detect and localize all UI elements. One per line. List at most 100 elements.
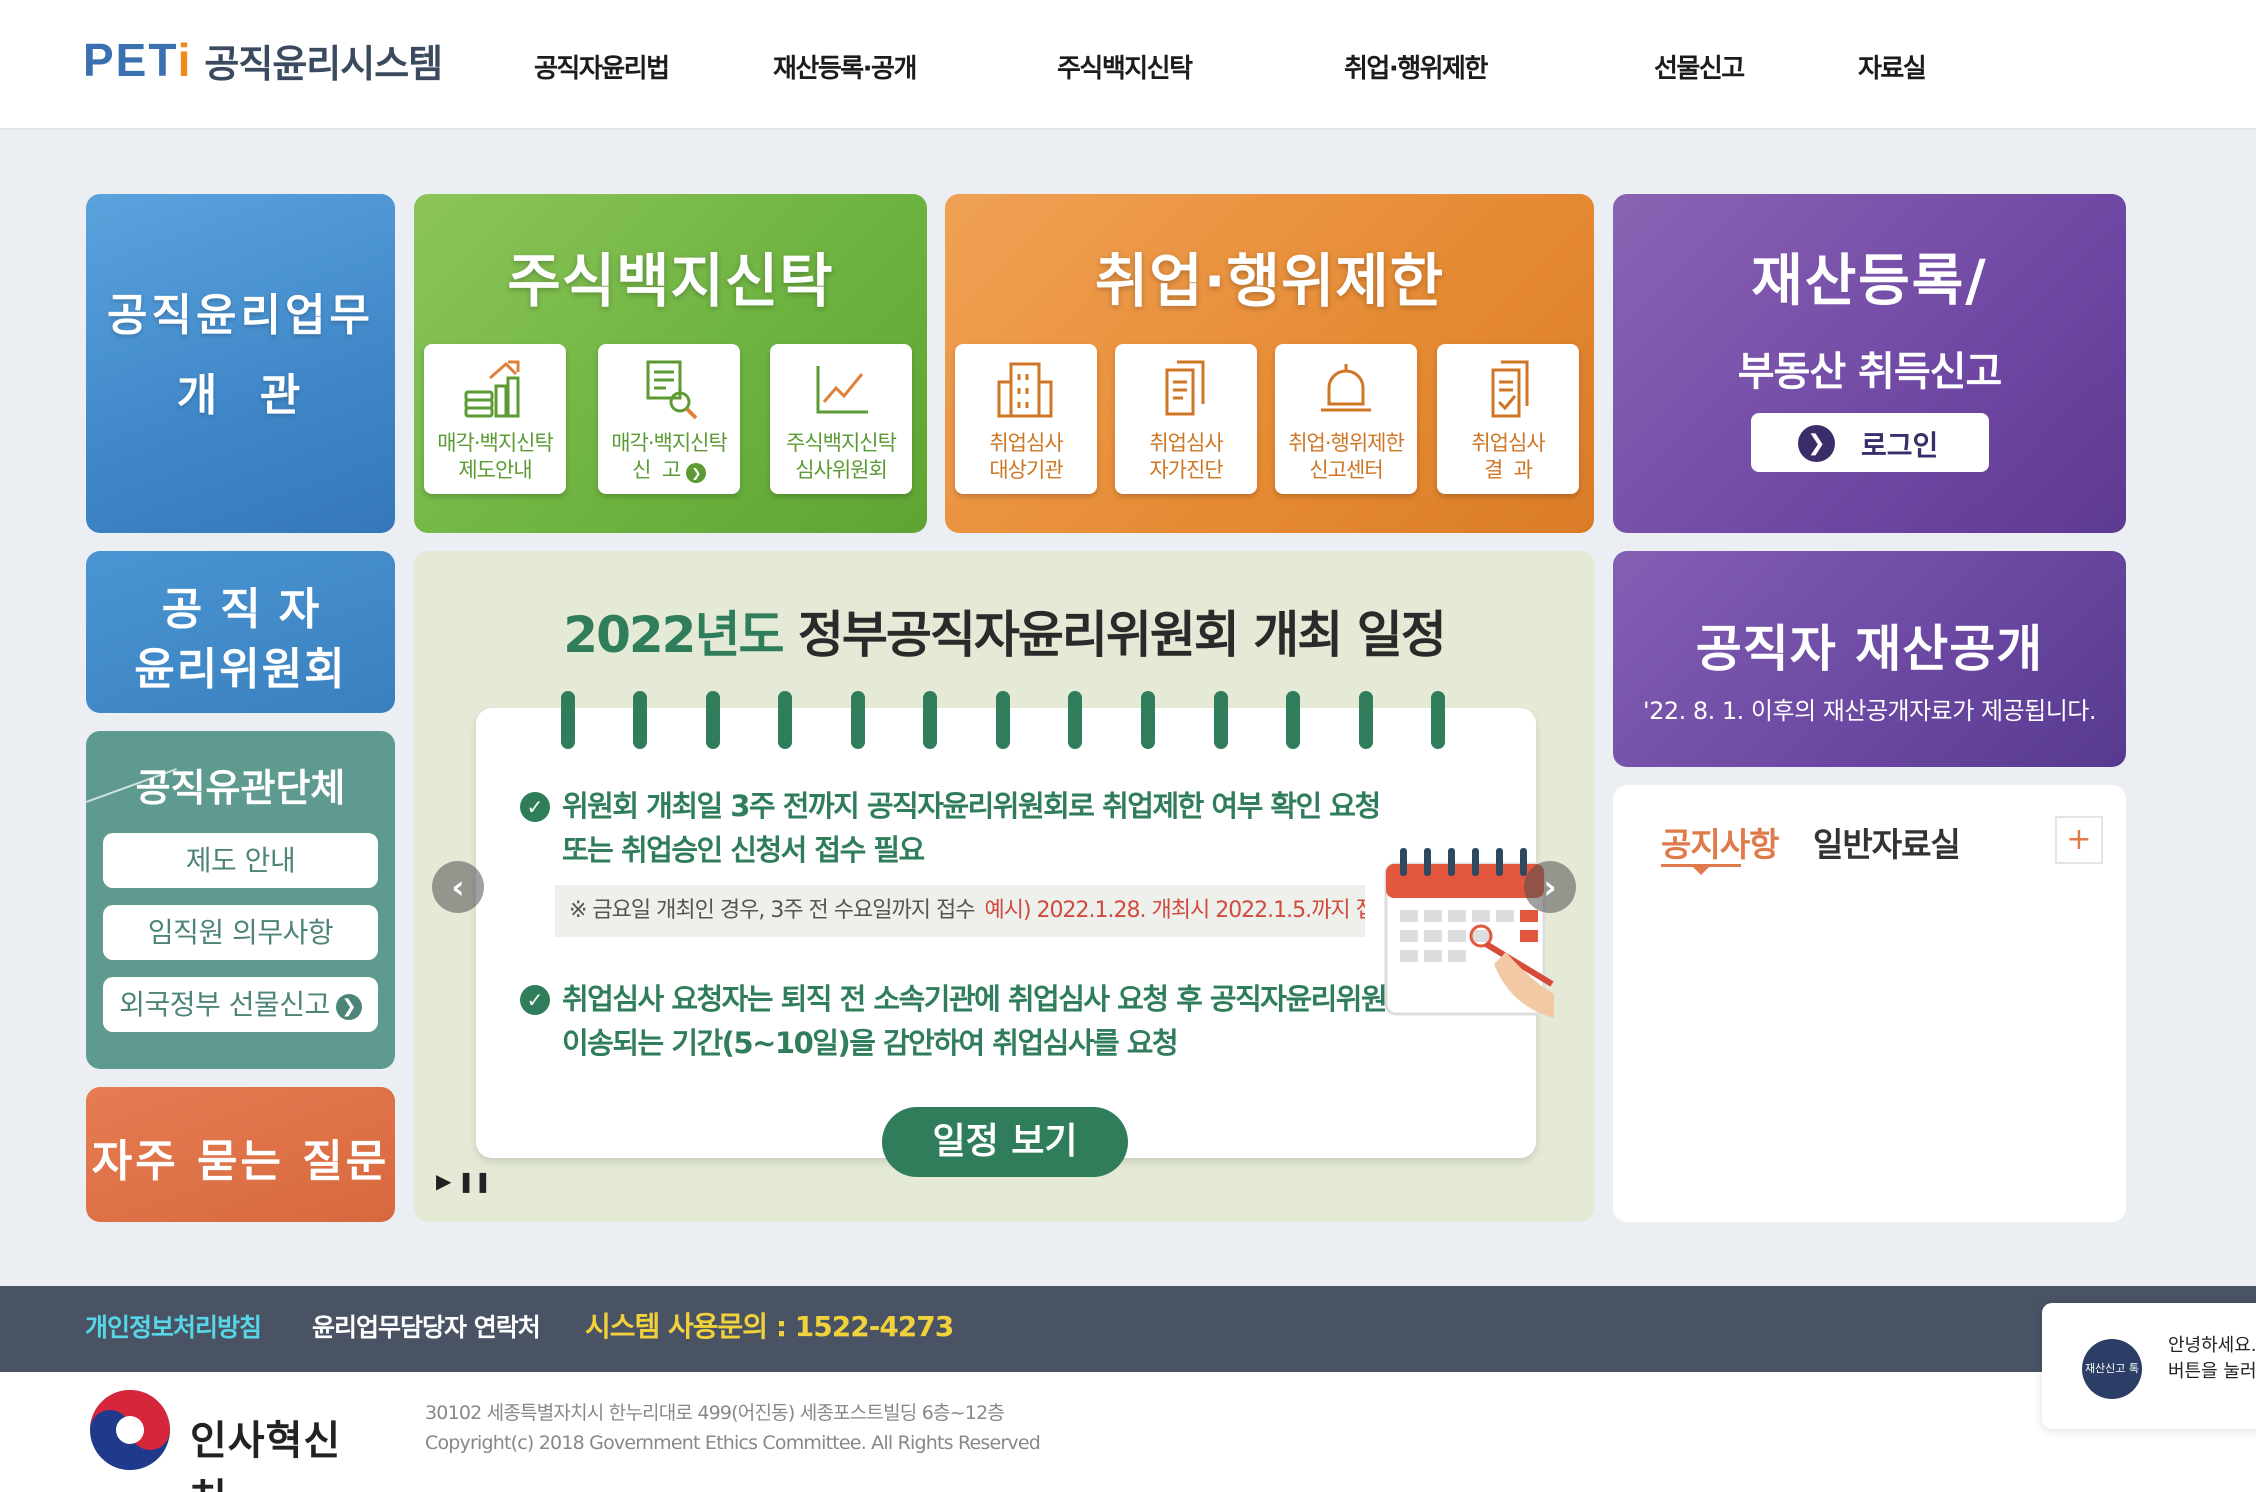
calendar-hand-illustration — [1384, 848, 1554, 1018]
binder-ring — [1141, 691, 1155, 749]
footer-address-block: 30102 세종특별자치시 한누리대로 499(어진동) 세종포스트빌딩 6층~… — [425, 1398, 1041, 1458]
overview-label-line2: 개 관 — [176, 370, 305, 421]
binder-ring — [706, 691, 720, 749]
overview-tile[interactable]: 공직윤리업무 개 관 — [86, 194, 395, 533]
chatbot-widget[interactable]: 재산신고 톡톡 안녕하세요. 궁 버튼을 눌러 주 — [2042, 1303, 2256, 1429]
bell-icon — [1321, 364, 1371, 412]
faq-tile[interactable]: 자주 묻는 질문 — [86, 1087, 395, 1222]
binder-ring — [851, 691, 865, 749]
binder-ring — [923, 691, 937, 749]
nav-property-registration[interactable]: 재산등록·공개 — [773, 54, 917, 84]
property-registration-tile: 재산등록/ 부동산 취득신고 ❯ 로그인 — [1613, 194, 2126, 533]
nav-blind-trust[interactable]: 주식백지신탁 — [1057, 54, 1193, 84]
check-icon: ✓ — [520, 792, 550, 822]
binder-ring — [1359, 691, 1373, 749]
binder-ring — [1431, 691, 1445, 749]
view-schedule-button[interactable]: 일정 보기 — [882, 1107, 1128, 1177]
property-subtitle: 부동산 취득신고 — [1737, 349, 2003, 395]
report-icon — [1491, 360, 1529, 418]
nav-gift-report[interactable]: 선물신고 — [1654, 54, 1745, 84]
ministry-logo: 인사혁신처 — [86, 1386, 376, 1492]
active-tab-underline — [1661, 864, 1741, 867]
prev-slide-button[interactable]: ‹ — [432, 861, 484, 913]
active-tab-indicator — [1693, 867, 1709, 875]
building-icon — [997, 362, 1053, 418]
disclosure-subtitle: '22. 8. 1. 이후의 재산공개자료가 제공됩니다. — [1642, 697, 2097, 725]
banner-item1-line2: 또는 취업승인 신청서 접수 필요 — [562, 833, 925, 867]
footer-copyright: Copyright(c) 2018 Government Ethics Comm… — [425, 1432, 1041, 1454]
committee-line2: 윤리위원회 — [134, 644, 347, 695]
property-title: 재산등록/ — [1751, 249, 1988, 314]
committee-line1: 공직자 — [161, 584, 338, 635]
foreign-gift-report-label: 외국정부 선물신고 — [119, 988, 330, 1021]
property-disclosure-tile[interactable]: 공직자 재산공개 '22. 8. 1. 이후의 재산공개자료가 제공됩니다. — [1613, 551, 2126, 767]
overview-label-line1: 공직윤리업무 — [107, 290, 374, 341]
nav-employment-restriction[interactable]: 취업·행위제한 — [1344, 54, 1488, 84]
chart-icon — [816, 366, 868, 414]
header: PETi 공직윤리시스템 공직자윤리법 재산등록·공개 주식백지신탁 취업·행위… — [0, 0, 2256, 130]
nav-ethics-law[interactable]: 공직자윤리법 — [534, 54, 670, 84]
banner-title-year: 2022년도 — [563, 606, 784, 664]
chatbot-greeting-line1: 안녕하세요. 궁 — [2168, 1335, 2256, 1356]
login-label: 로그인 — [1861, 429, 1939, 462]
banner-title-text: 정부공직자윤리위원회 개최 일정 — [797, 606, 1447, 664]
employee-duties-button[interactable]: 임직원 의무사항 — [103, 905, 378, 960]
faq-label: 자주 묻는 질문 — [91, 1136, 390, 1187]
next-slide-button[interactable]: › — [1524, 861, 1576, 913]
chevron-right-icon: ❯ — [685, 463, 706, 483]
system-inquiry-phone: 시스템 사용문의 : 1522-4273 — [585, 1310, 954, 1343]
slide-play-pause-control[interactable]: ▶ ❚❚ — [436, 1169, 492, 1193]
tab-general-archive[interactable]: 일반자료실 — [1813, 825, 1961, 864]
nav-archive[interactable]: 자료실 — [1858, 54, 1927, 84]
blind-trust-title: 주식백지신탁 — [507, 247, 834, 315]
more-plus-icon[interactable]: + — [2055, 816, 2103, 864]
check-icon: ✓ — [520, 985, 550, 1015]
login-button[interactable]: ❯ 로그인 — [1751, 413, 1989, 472]
overview-label: 공직윤리업무 개 관 — [86, 276, 395, 436]
banner-note: ※ 금요일 개최인 경우, 3주 전 수요일까지 접수 예시) 2022.1.28… — [555, 885, 1365, 937]
banner-item1-line1: 위원회 개최일 3주 전까지 공직자윤리위원회로 취업제한 여부 확인 요청 — [562, 789, 1381, 823]
ethics-committee-tile[interactable]: 공직자 윤리위원회 — [86, 551, 395, 713]
staff-contacts-link[interactable]: 윤리업무담당자 연락처 — [312, 1313, 541, 1342]
disclosure-title: 공직자 재산공개 — [1695, 620, 2044, 678]
system-guide-button[interactable]: 제도 안내 — [103, 833, 378, 888]
site-logo[interactable]: PETi 공직윤리시스템 — [83, 30, 443, 90]
binder-ring — [633, 691, 647, 749]
chevron-right-icon: ❯ — [1798, 425, 1835, 462]
ministry-name: 인사혁신처 — [190, 1418, 342, 1492]
footer-address: 30102 세종특별자치시 한누리대로 499(어진동) 세종포스트빌딩 6층~… — [425, 1402, 1005, 1424]
stock-coins-icon — [464, 360, 520, 418]
logo-title: 공직윤리시스템 — [204, 41, 443, 86]
banner-note-main: ※ 금요일 개최인 경우, 3주 전 수요일까지 접수 — [569, 898, 975, 923]
binder-ring — [1214, 691, 1228, 749]
binder-ring — [996, 691, 1010, 749]
privacy-policy-link[interactable]: 개인정보처리방침 — [85, 1313, 262, 1342]
schedule-banner: 2022년도 정부공직자윤리위원회 개최 일정 ✓ 위원회 개최일 3주 전까지… — [414, 551, 1594, 1222]
chevron-right-icon: ❯ — [335, 994, 362, 1020]
notice-board: 공지사항 일반자료실 + — [1613, 785, 2126, 1222]
chatbot-greeting-line2: 버튼을 눌러 주 — [2168, 1361, 2256, 1382]
foreign-gift-report-button[interactable]: 외국정부 선물신고❯ — [103, 977, 378, 1032]
public-groups-title: 공직유관단체 — [135, 766, 346, 810]
chatbot-badge-icon: 재산신고 톡톡 — [2082, 1339, 2142, 1429]
footer: 인사혁신처 30102 세종특별자치시 한누리대로 499(어진동) 세종포스트… — [0, 1372, 2256, 1492]
tab-notices[interactable]: 공지사항 — [1661, 825, 1779, 864]
self-check-icon — [1165, 360, 1205, 416]
binder-ring — [778, 691, 792, 749]
employment-title: 취업·행위제한 — [1094, 247, 1445, 315]
logo-peti: PETi — [83, 34, 193, 86]
binder-ring — [1068, 691, 1082, 749]
binder-ring — [1286, 691, 1300, 749]
banner-note-example: 예시) 2022.1.28. 개최시 2022.1.5.까지 접수 — [984, 898, 1365, 923]
